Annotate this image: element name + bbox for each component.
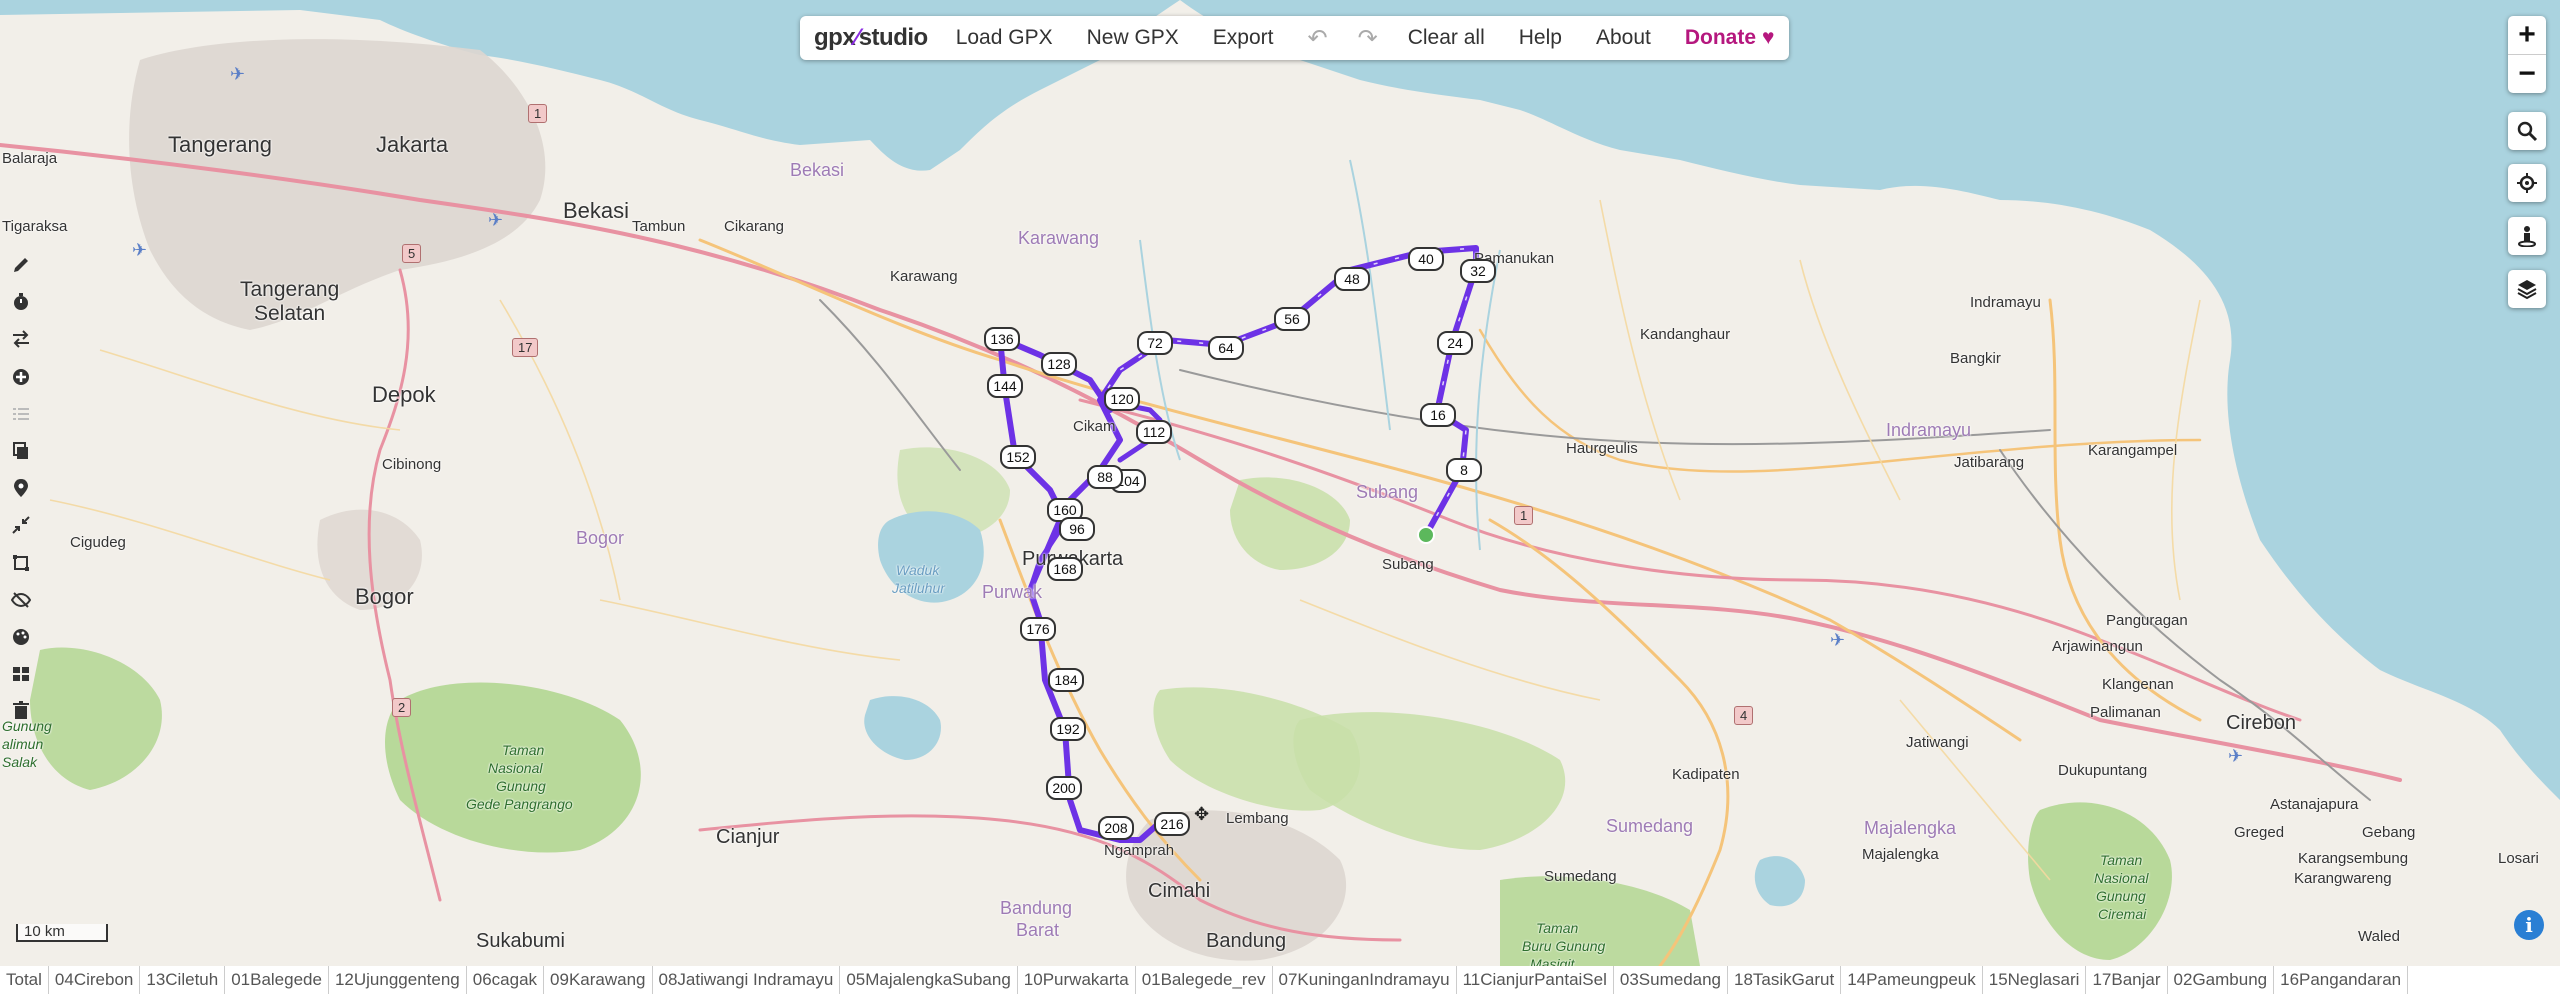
plus-circle-icon — [13, 368, 29, 385]
file-tab[interactable]: 16Pangandaran — [2274, 966, 2409, 994]
top-toolbar: gpx⁄studio Load GPX New GPX Export ↶ ↷ C… — [800, 16, 1789, 60]
clear-all-button[interactable]: Clear all — [1407, 26, 1485, 49]
help-button[interactable]: Help — [1518, 26, 1562, 49]
list-icon — [13, 407, 29, 420]
file-tab[interactable]: 17Banjar — [2086, 966, 2168, 994]
route-start-marker — [1417, 526, 1435, 544]
compress-icon — [12, 516, 30, 535]
load-gpx-button[interactable]: Load GPX — [955, 26, 1053, 49]
sitemap-icon — [13, 667, 29, 682]
file-tab[interactable]: 01Balegede — [225, 966, 329, 994]
file-tab[interactable]: 13Ciletuh — [140, 966, 226, 994]
file-tab[interactable]: 05MajalengkaSubang — [840, 966, 1018, 994]
crop-icon — [13, 554, 29, 571]
stopwatch-icon — [14, 293, 28, 311]
style-tool[interactable] — [8, 624, 34, 650]
file-tab[interactable]: 15Neglasari — [1983, 966, 2087, 994]
airport-icon: ✈ — [230, 64, 245, 85]
file-tab[interactable]: 02Gambung — [2168, 966, 2275, 994]
zoom-control: + − — [2508, 16, 2546, 93]
heart-icon: ♥ — [1762, 26, 1775, 49]
streetview-button[interactable] — [2508, 217, 2546, 255]
palette-icon — [13, 628, 29, 645]
hide-tool[interactable] — [8, 587, 34, 613]
about-button[interactable]: About — [1595, 26, 1651, 49]
file-tab[interactable]: 06cagak — [467, 966, 545, 994]
left-toolbar — [8, 252, 34, 735]
info-icon[interactable]: i — [2514, 910, 2544, 940]
scale-bar: 10 km — [16, 924, 108, 942]
donate-button[interactable]: Donate — [1684, 26, 1757, 49]
drag-cursor-icon: ✥ — [1194, 804, 1209, 825]
list-tool[interactable] — [8, 401, 34, 427]
airport-icon: ✈ — [2228, 746, 2243, 767]
file-tab[interactable]: 12Ujunggenteng — [329, 966, 467, 994]
reverse-tool[interactable] — [8, 326, 34, 352]
zoom-in-button[interactable]: + — [2518, 18, 2536, 51]
search-icon — [2517, 121, 2538, 142]
eye-slash-icon — [11, 591, 31, 608]
file-tab[interactable]: 07KuninganIndramayu — [1273, 966, 1457, 994]
new-gpx-button[interactable]: New GPX — [1086, 26, 1179, 49]
file-tab[interactable]: 10Purwakarta — [1018, 966, 1136, 994]
layers-icon — [2517, 280, 2537, 300]
waypoint-tool[interactable] — [8, 475, 34, 501]
arrows-swap-icon — [13, 330, 29, 349]
file-tab[interactable]: 04Cirebon — [49, 966, 141, 994]
person-icon — [2518, 226, 2536, 247]
add-tool[interactable] — [8, 364, 34, 390]
tab-total[interactable]: Total — [0, 966, 49, 994]
copy-tool[interactable] — [8, 438, 34, 464]
reduce-tool[interactable] — [8, 512, 34, 538]
undo-icon[interactable]: ↶ — [1307, 24, 1328, 52]
crop-tool[interactable] — [8, 550, 34, 576]
file-tab[interactable]: 09Karawang — [544, 966, 653, 994]
file-tab[interactable]: 01Balegede_rev — [1136, 966, 1273, 994]
timer-tool[interactable] — [8, 289, 34, 315]
layers-button[interactable] — [2508, 270, 2546, 308]
delete-tool[interactable] — [8, 698, 34, 724]
file-tab[interactable]: 18TasikGarut — [1728, 966, 1842, 994]
airport-icon: ✈ — [132, 240, 147, 261]
file-tab[interactable]: 11CianjurPantaiSel — [1457, 966, 1614, 994]
file-tab[interactable]: 03Sumedang — [1614, 966, 1729, 994]
export-button[interactable]: Export — [1212, 26, 1274, 49]
zoom-out-button[interactable]: − — [2508, 54, 2546, 93]
redo-icon[interactable]: ↷ — [1357, 24, 1378, 52]
crosshair-icon — [2517, 173, 2537, 193]
locate-button[interactable] — [2508, 164, 2546, 202]
airport-icon: ✈ — [1830, 630, 1845, 651]
structure-tool[interactable] — [8, 661, 34, 687]
search-button[interactable] — [2508, 112, 2546, 150]
app-logo[interactable]: gpx⁄studio — [814, 24, 928, 51]
copy-icon — [13, 441, 28, 459]
trash-icon — [13, 701, 29, 720]
file-tab[interactable]: 08Jatiwangi Indramayu — [653, 966, 841, 994]
pencil-icon — [14, 258, 28, 272]
airport-icon: ✈ — [488, 210, 503, 231]
file-tab[interactable]: 14Pameungpeuk — [1841, 966, 1983, 994]
pencil-tool[interactable] — [8, 252, 34, 278]
map-pin-icon — [14, 479, 28, 498]
